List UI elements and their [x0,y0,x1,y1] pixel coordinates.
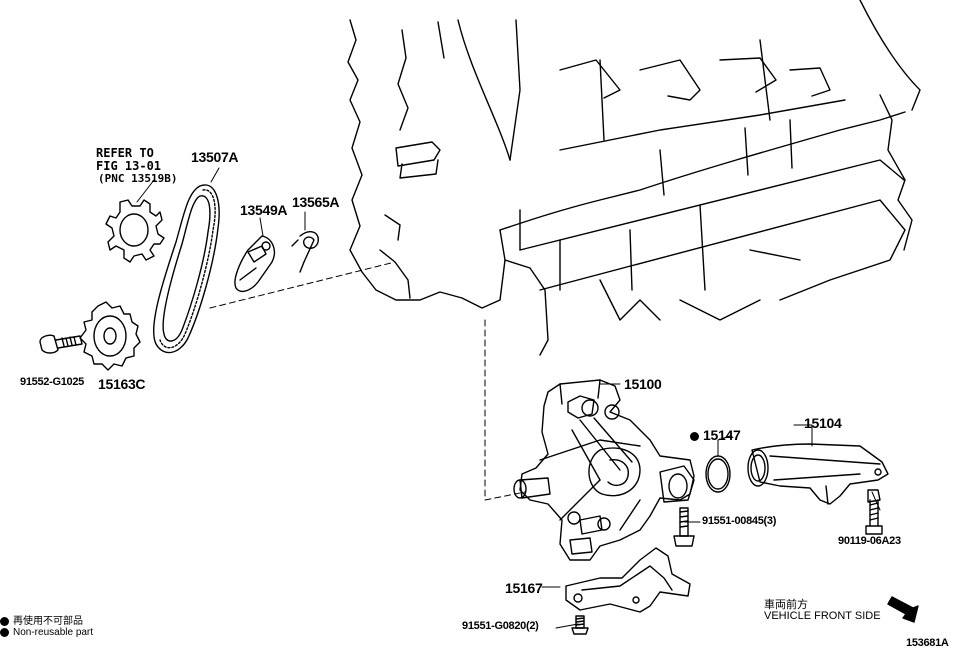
part-label-15147[interactable]: 15147 [690,427,741,443]
tensioner-spring [291,231,319,273]
part-label-13507A[interactable]: 13507A [191,149,239,165]
flange-bolt [673,507,695,547]
water-inlet [747,443,889,505]
mounting-bracket [565,547,691,613]
legend-dot-icon [0,616,9,626]
refer-line-1: REFER TO [96,146,154,160]
part-label-15100[interactable]: 15100 [624,376,662,392]
legend-dot-icon-2 [0,627,9,637]
pump-assembly [513,379,695,561]
figure-id: 153681A [906,637,949,649]
part-label-13549A[interactable]: 13549A [240,202,288,218]
sprocket-bolt [39,334,83,354]
leader-lines [136,167,881,629]
part-label-15167[interactable]: 15167 [505,580,543,596]
tensioner-arm [234,235,276,293]
part-label-90119-06A23[interactable]: 90119-06A23 [838,535,901,547]
part-label-15163C[interactable]: 15163C [98,376,146,392]
part-label-91551-G0820[interactable]: 91551-G0820(2) [462,620,539,632]
refer-line-2: FIG 13-01 [96,159,162,173]
part-label-13565A[interactable]: 13565A [292,194,340,210]
refer-line-3: (PNC 13519B) [98,172,178,185]
part-label-15104[interactable]: 15104 [804,415,842,431]
stud-bolt [865,489,883,535]
direction-arrow [887,596,919,623]
timing-chain [152,184,220,354]
part-label-91552-G1025[interactable]: 91552-G1025 [20,376,84,388]
bracket-bolt [571,615,589,635]
legend-jp: 再使用不可部品 [0,612,83,627]
engine-block-outline [347,0,921,356]
part-label-91551-00845[interactable]: 91551-00845(3) [702,515,777,527]
direction-jp: 車両前方 [764,599,808,611]
non-reusable-dot [690,431,699,441]
upper-sprocket [105,199,165,263]
direction-en: VEHICLE FRONT SIDE [764,610,881,622]
lower-sprocket [79,301,141,371]
o-ring [705,455,731,493]
legend-en: Non-reusable part [0,627,93,638]
